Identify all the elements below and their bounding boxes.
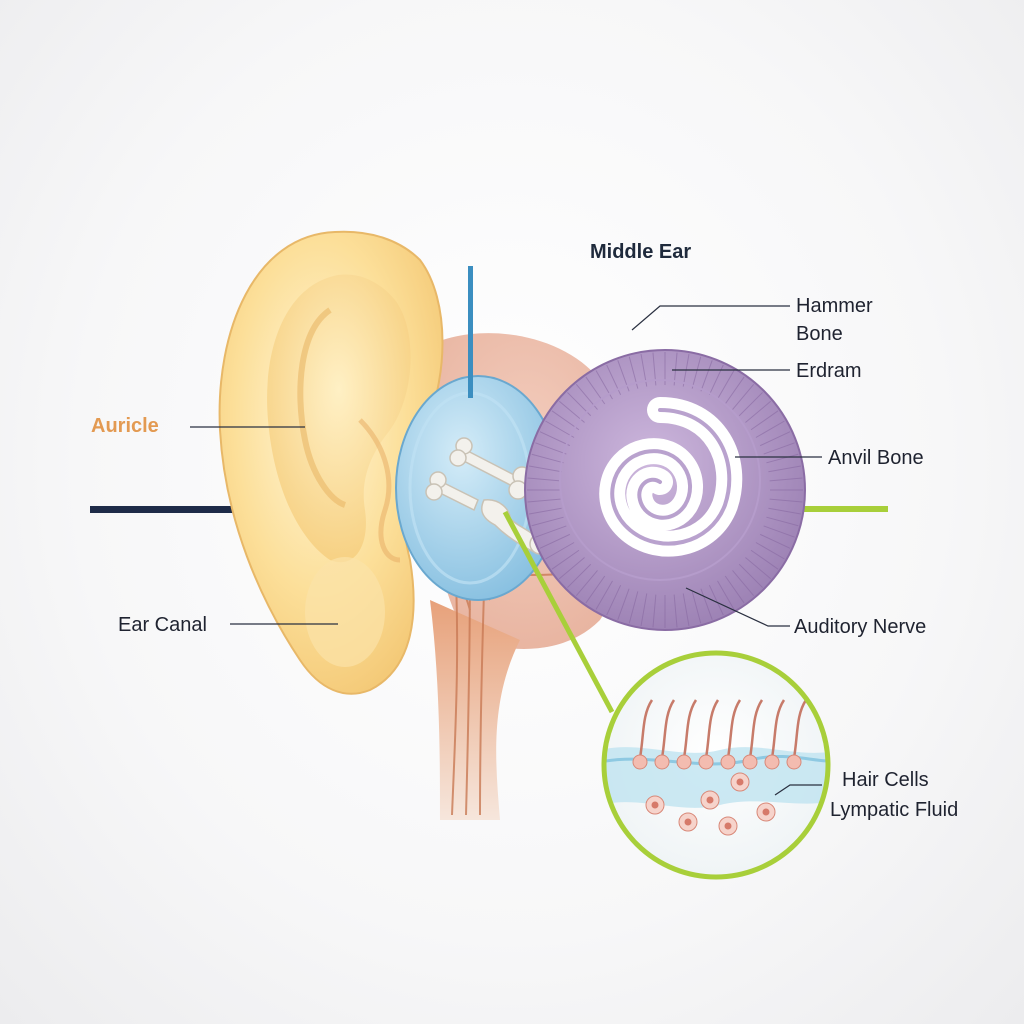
label-hair-cells: Hair Cells <box>842 769 929 791</box>
label-lymphatic-fluid: Lympatic Fluid <box>830 799 959 821</box>
magnifier-connector <box>502 510 615 714</box>
diagram-title: Middle Ear <box>590 241 692 263</box>
label-eardrum: Erdram <box>796 360 862 382</box>
label-ear-canal: Ear Canal <box>118 614 207 636</box>
hair-cell-magnifier <box>601 650 831 880</box>
leader-lines <box>190 305 822 796</box>
label-auditory-nerve: Auditory Nerve <box>794 616 927 638</box>
cochlea-spiral <box>524 349 806 631</box>
label-hammer-bone: Hammer Bone <box>796 292 873 348</box>
blue-marker-line <box>468 266 473 398</box>
label-anvil-bone: Anvil Bone <box>828 447 924 469</box>
label-auricle: Auricle <box>91 415 159 437</box>
label-hammer-bone-line1: Hammer <box>796 295 873 317</box>
label-hammer-bone-line2: Bone <box>796 323 843 345</box>
